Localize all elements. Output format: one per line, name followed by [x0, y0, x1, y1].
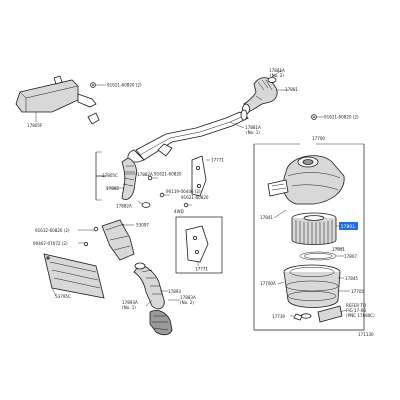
clamp-17739	[293, 313, 312, 321]
label-17881: 17881	[285, 87, 298, 92]
label-17882a-b: 17882A	[116, 204, 132, 209]
label-91621-60820-2-a: 91621-60820 (2)	[107, 83, 142, 88]
refer-line-1: REFER TO	[346, 303, 366, 308]
label-17805f: 17805F	[27, 123, 43, 128]
label-91621-60820-2-b: 91621-60820 (2)	[324, 115, 359, 120]
label-17805c: 17805C	[102, 173, 118, 178]
bolt-91621-c	[183, 202, 189, 208]
label-53097: 53097	[136, 223, 149, 228]
filter-element-17801	[291, 212, 337, 245]
label-17881a-mid-no1: (No. 1)	[246, 130, 260, 135]
bolt-90119	[159, 192, 165, 198]
resonator-17805f	[15, 75, 100, 125]
label-17893a: 17893A	[122, 300, 138, 305]
label-17705: 17705	[351, 289, 364, 294]
label-53795c: 53795C	[55, 294, 71, 299]
bracket-17771	[191, 155, 207, 197]
refer-line-3: (PNC 17880C)	[346, 313, 375, 318]
duct-53097	[101, 219, 135, 261]
label-91621-60820-c: 91621-60820	[181, 195, 209, 200]
label-17883a: 17883A	[180, 295, 196, 300]
bolt-91621-a	[90, 82, 96, 88]
panel-53795c	[43, 253, 105, 299]
label-17883a-no2: (No. 2)	[180, 300, 194, 305]
label-90119-06446-2: 90119-06446 (2)	[166, 189, 201, 194]
label-17771-inset: 17771	[195, 267, 208, 272]
label-17881a-top-no2: (No. 2)	[270, 73, 284, 78]
intake-duct	[127, 109, 249, 163]
bolt-91621-c-mid	[147, 175, 153, 181]
hose-17883a	[149, 310, 173, 336]
air-cleaner-case	[283, 264, 341, 308]
label-17881a-mid: 17881A	[245, 125, 261, 130]
label-17893: 17893	[168, 289, 181, 294]
label-4wd: 4WD	[174, 209, 184, 214]
gasket-17807	[299, 251, 337, 261]
air-cleaner-cap	[267, 155, 345, 205]
hose-17881	[242, 77, 278, 115]
label-17881a-top: 17881A	[269, 68, 285, 73]
label-17801[interactable]: 17801	[341, 224, 356, 230]
bolt-91621-b	[311, 114, 317, 120]
hose-17893	[133, 262, 165, 310]
label-17841b: 17841	[332, 247, 345, 252]
label-17841: 17841	[260, 215, 273, 220]
label-91632-60820-2: 91632-60820 (2)	[35, 228, 70, 233]
clip-90467	[84, 241, 89, 246]
label-17893a-no1: (No. 1)	[122, 305, 136, 310]
highlighted-part-badge[interactable]	[339, 222, 358, 230]
refer-note: REFER TO FIG 17-08 (PNC 17880C)	[317, 303, 375, 323]
bolt-91632	[93, 226, 99, 232]
label-17845: 17845	[345, 276, 358, 281]
label-17739: 17739	[272, 314, 285, 319]
inset-4wd: 4WD 17771	[174, 209, 223, 274]
refer-line-2: FIG 17-08	[346, 308, 366, 313]
label-17700: 17700	[312, 136, 325, 141]
label-17882a-a: 17882A	[137, 172, 153, 177]
label-91621-60820-b: 91621-60820	[154, 172, 182, 177]
air-cleaner-frame	[253, 143, 365, 331]
hose-17882	[121, 157, 137, 200]
label-17700a: 17700A	[260, 281, 276, 286]
label-90467-07072-2: 90467-07072 (2)	[33, 241, 68, 246]
label-17771: 17771	[211, 158, 224, 163]
label-17882: 17882	[106, 186, 119, 191]
label-17807: 17807	[344, 254, 357, 259]
figure-code: 171130	[358, 332, 374, 337]
